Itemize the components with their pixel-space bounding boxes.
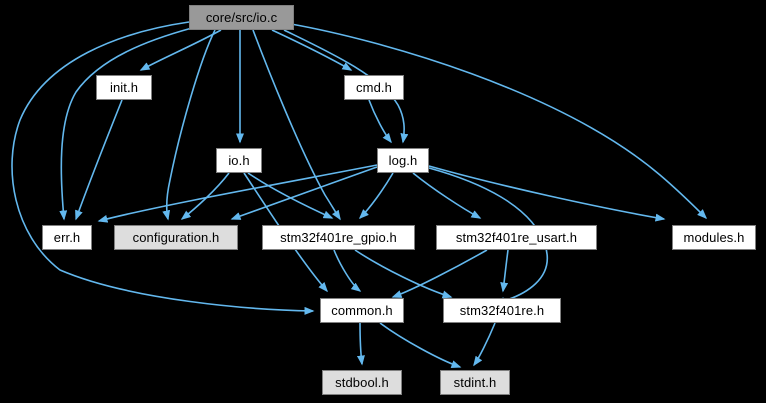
- graph-node-usart_h[interactable]: stm32f401re_usart.h: [436, 225, 597, 250]
- graph-node-init_h[interactable]: init.h: [96, 75, 152, 100]
- graph-node-label: err.h: [53, 230, 81, 245]
- graph-node-gpio_h[interactable]: stm32f401re_gpio.h: [262, 225, 415, 250]
- graph-node-label: init.h: [109, 80, 139, 95]
- graph-edge-io_c-to-config_h: [162, 29, 216, 221]
- graph-edge-usart_h-to-stm32_h: [500, 249, 509, 293]
- graph-edge-io_c-to-modules_h: [290, 23, 708, 220]
- graph-node-config_h[interactable]: configuration.h: [114, 225, 238, 250]
- graph-node-label: cmd.h: [356, 80, 392, 95]
- graph-edge-io_c-to-err_h: [59, 27, 193, 221]
- graph-edge-gpio_h-to-common_h: [333, 249, 362, 292]
- graph-node-common_h[interactable]: common.h: [320, 298, 404, 323]
- graph-edge-gpio_h-to-stm32_h: [354, 249, 453, 299]
- graph-edge-common_h-to-stdbool_h: [356, 322, 365, 366]
- graph-node-modules_h[interactable]: modules.h: [672, 225, 756, 250]
- graph-edge-init_h-to-err_h: [75, 99, 123, 221]
- graph-node-label: common.h: [331, 303, 393, 318]
- graph-edge-log_h-to-gpio_h: [358, 172, 394, 220]
- graph-node-stm32_h[interactable]: stm32f401re.h: [443, 298, 561, 323]
- graph-node-io_h[interactable]: io.h: [216, 148, 262, 173]
- graph-node-stdbool_h[interactable]: stdbool.h: [322, 370, 402, 395]
- graph-node-label: modules.h: [683, 230, 745, 245]
- graph-node-stdint_h[interactable]: stdint.h: [440, 370, 510, 395]
- graph-node-cmd_h[interactable]: cmd.h: [344, 75, 404, 100]
- graph-node-label: configuration.h: [132, 230, 220, 245]
- graph-node-io_c[interactable]: core/src/io.c: [189, 5, 294, 30]
- graph-node-label: stm32f401re_gpio.h: [280, 230, 397, 245]
- graph-edge-log_h-to-modules_h: [428, 165, 666, 222]
- graph-node-err_h[interactable]: err.h: [42, 225, 92, 250]
- graph-edge-io_c-to-cmd_h: [271, 29, 353, 71]
- graph-node-label: log.h: [388, 153, 418, 168]
- graph-edge-log_h-to-usart_h: [412, 172, 482, 219]
- graph-edge-stm32_h-to-stdint_h: [473, 322, 496, 367]
- graph-node-label: stdbool.h: [335, 375, 389, 390]
- graph-edge-cmd_h-to-log_h: [368, 99, 392, 144]
- graph-edge-io_c-to-gpio_h: [252, 29, 341, 221]
- graph-edge-usart_h-to-common_h: [391, 249, 488, 298]
- graph-node-label: stm32f401re.h: [459, 303, 545, 318]
- graph-node-label: stm32f401re_usart.h: [455, 230, 578, 245]
- graph-edge-common_h-to-stdint_h: [379, 322, 462, 368]
- graph-edge-io_c-to-common_h: [11, 21, 315, 315]
- graph-node-label: io.h: [228, 153, 250, 168]
- graph-node-log_h[interactable]: log.h: [377, 148, 429, 173]
- graph-node-label: core/src/io.c: [205, 10, 278, 25]
- graph-edge-log_h-to-config_h: [230, 166, 378, 220]
- graph-node-label: stdint.h: [453, 375, 497, 390]
- graph-edge-log_h-to-err_h: [97, 164, 378, 223]
